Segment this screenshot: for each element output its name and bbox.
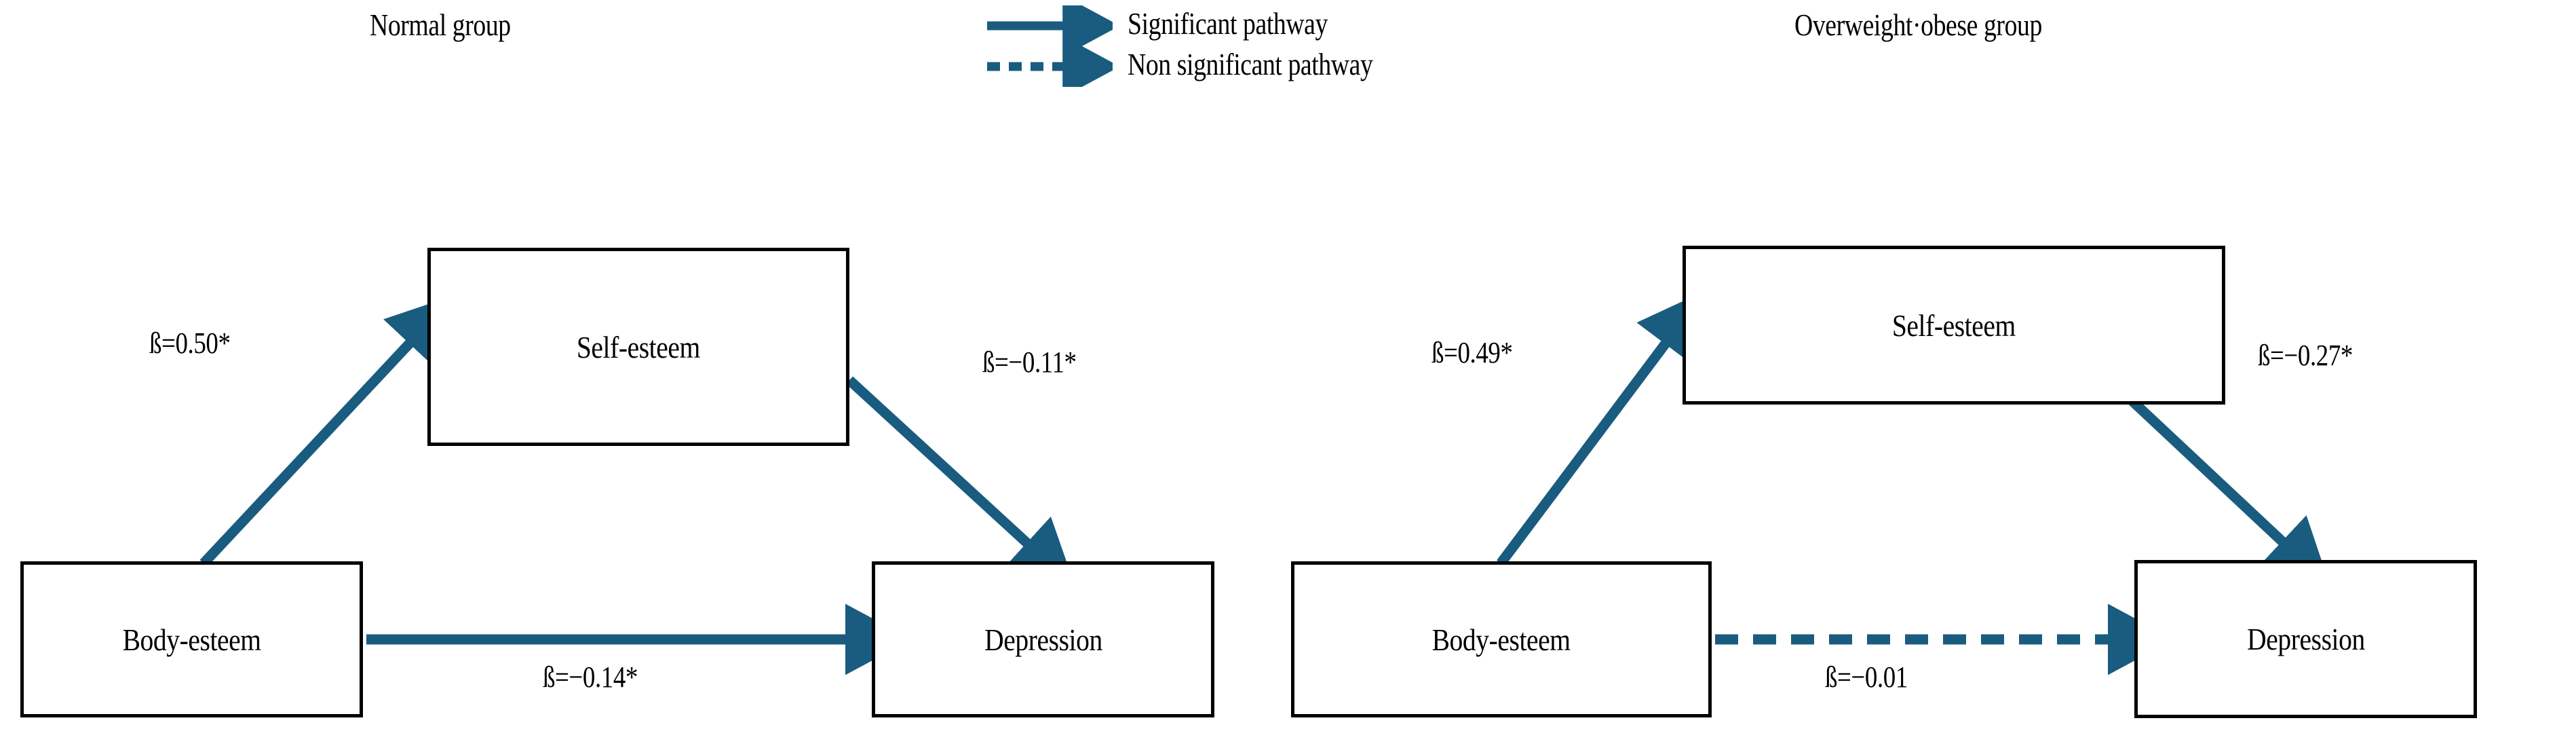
node-left-depression[interactable]: Depression xyxy=(872,561,1214,717)
node-right-body-esteem[interactable]: Body-esteem xyxy=(1291,561,1712,717)
node-left-depression-label: Depression xyxy=(984,622,1102,657)
coefficient-right-body-to-depression: ß=−0.01 xyxy=(1825,660,1908,694)
coefficient-right-self-to-depression: ß=−0.27* xyxy=(2258,339,2353,372)
node-right-self-esteem[interactable]: Self-esteem xyxy=(1683,246,2225,405)
legend-dashed-arrow-icon xyxy=(987,46,1113,87)
node-left-self-esteem-label: Self-esteem xyxy=(576,329,700,364)
node-right-depression[interactable]: Depression xyxy=(2134,560,2477,718)
legend-label-significant-pathway: Significant pathway xyxy=(1128,6,1328,41)
node-right-body-esteem-label: Body-esteem xyxy=(1431,622,1571,657)
node-left-self-esteem[interactable]: Self-esteem xyxy=(427,248,849,446)
coefficient-left-body-to-self: ß=0.50* xyxy=(149,326,231,360)
coefficient-left-self-to-depression: ß=−0.11* xyxy=(982,345,1077,379)
header-normal-group: Normal group xyxy=(370,7,511,42)
node-right-self-esteem-label: Self-esteem xyxy=(1891,307,2016,343)
coefficient-right-body-to-self: ß=0.49* xyxy=(1431,336,1513,369)
node-right-depression-label: Depression xyxy=(2246,622,2365,656)
coefficient-left-body-to-depression: ß=−0.14* xyxy=(543,660,638,694)
legend-solid-arrow-icon xyxy=(987,5,1113,46)
path-arrow-right-self-to-depression xyxy=(2106,376,2330,587)
path-arrow-right-body-to-self xyxy=(1497,291,1705,567)
path-arrow-left-body-to-self xyxy=(199,295,455,567)
legend-label-non-significant-pathway: Non significant pathway xyxy=(1128,47,1373,81)
header-overweight-obese-group: Overweight·obese group xyxy=(1794,7,2042,42)
path-arrow-left-self-to-depression xyxy=(845,376,1076,588)
node-left-body-esteem[interactable]: Body-esteem xyxy=(20,561,363,717)
node-left-body-esteem-label: Body-esteem xyxy=(122,622,261,657)
